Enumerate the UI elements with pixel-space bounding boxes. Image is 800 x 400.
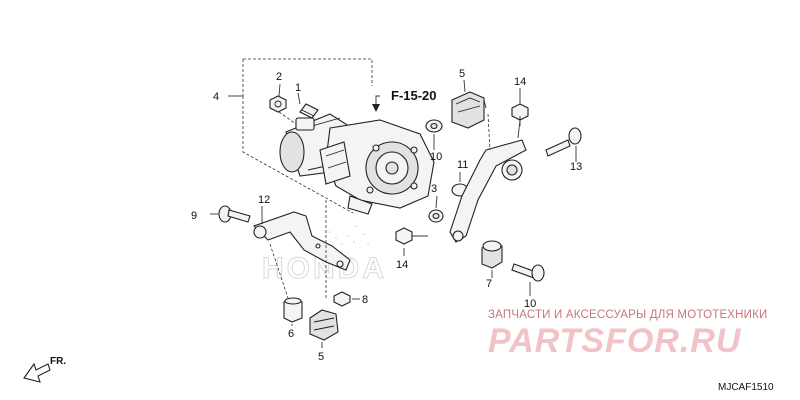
part-10-bolt-left [218, 205, 251, 223]
callout-labels: 2 1 4 5 14 10 11 13 3 12 9 14 7 10 8 6 5 [191, 68, 582, 363]
watermark-brand: PARTSFOR.RU [488, 322, 742, 360]
part-6-collar [283, 297, 303, 323]
front-direction-marker: FR. [23, 356, 66, 383]
callout-10-right: 10 [524, 298, 536, 310]
part-5-damper-upper [451, 91, 485, 129]
section-reference: F-15-20 [391, 88, 437, 103]
shift-actuator-assembly [279, 113, 435, 215]
callout-6: 6 [288, 328, 294, 340]
watermark-tagline: ЗАПЧАСТИ И АКСЕССУАРЫ ДЛЯ МОТОТЕХНИКИ [488, 309, 768, 321]
callout-13: 7 [486, 278, 492, 290]
callout-9: 12 [258, 194, 270, 206]
callout-12: 8 [362, 294, 368, 306]
part-13-grommet [481, 240, 503, 269]
callout-3: 3 [431, 183, 437, 195]
callout-11: 13 [570, 161, 582, 173]
reference-arrow-icon [372, 104, 380, 112]
callout-1: 1 [295, 82, 301, 94]
callout-4: 4 [213, 91, 219, 103]
callout-7: 10 [430, 151, 442, 163]
front-label: FR. [50, 356, 66, 367]
part-5-damper-lower [309, 309, 339, 341]
part-2-nut [269, 95, 287, 113]
part-3-collar [428, 209, 444, 223]
callout-14-lower: 14 [396, 259, 408, 271]
part-7-collar [425, 119, 443, 133]
diagram-code: MJCAF1510 [718, 382, 774, 393]
front-arrow-icon [23, 362, 51, 383]
part-14-bolt-lower [395, 227, 428, 245]
part-10-bolt-right [511, 263, 545, 282]
part-11-bolt [545, 127, 582, 157]
part-12-bolt [333, 291, 351, 307]
assembly-frame-4 [242, 58, 373, 214]
part-1-sensor [299, 103, 319, 119]
right-mounting-stay [449, 139, 527, 243]
callout-8: 11 [457, 159, 468, 171]
callout-10-left: 9 [191, 210, 197, 222]
callout-5-lower: 5 [318, 351, 324, 363]
callout-14-upper: 14 [514, 76, 526, 88]
leader-lines [210, 79, 577, 348]
callout-5-upper: 5 [459, 68, 465, 80]
callout-2: 2 [276, 71, 282, 83]
